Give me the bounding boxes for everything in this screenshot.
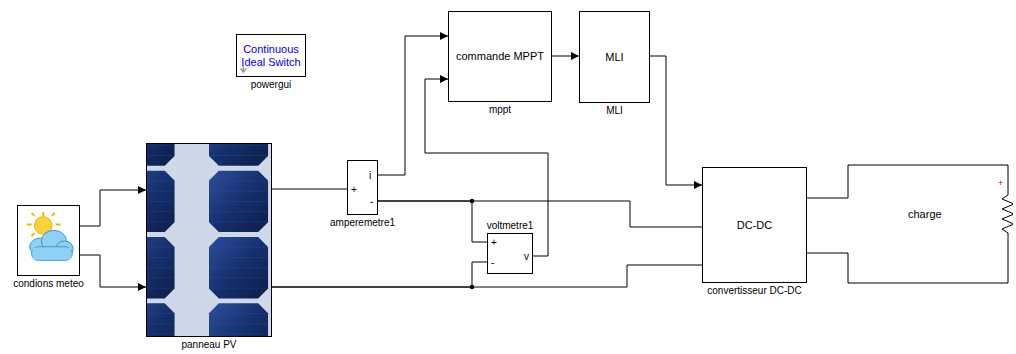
physical-wire xyxy=(272,262,487,287)
port-label: - xyxy=(491,258,494,268)
signal-arrow xyxy=(425,79,548,256)
block-name: charge xyxy=(908,209,942,220)
physical-wire xyxy=(807,252,1008,283)
physical-wire xyxy=(807,165,1008,198)
pv-panel-block: panneau PV xyxy=(146,143,272,337)
junction-dot xyxy=(470,285,474,289)
load-block: charge + xyxy=(905,178,1013,252)
ammeter-block: i+-amperemetre1 xyxy=(347,160,378,215)
junction-dot xyxy=(470,199,474,203)
physical-wire xyxy=(378,201,702,227)
port-label: + xyxy=(491,238,497,248)
polarity-mark: + xyxy=(998,179,1003,188)
block-text: DC-DC xyxy=(703,168,806,282)
signal-arrow xyxy=(378,36,448,175)
pv-panel-picture xyxy=(147,144,271,336)
block-name: amperemetre1 xyxy=(330,217,395,229)
block-name: voltmetre1 xyxy=(487,220,534,232)
weather-block: condions meteo xyxy=(17,205,80,276)
signal-arrow xyxy=(80,255,146,287)
physical-wire xyxy=(272,189,347,190)
block-name: condions meteo xyxy=(13,278,84,290)
block-text: MLI xyxy=(580,12,649,102)
mppt-block: commande MPPTmppt xyxy=(448,11,552,102)
converter-block: DC-DCconvertisseur DC-DC xyxy=(702,167,807,283)
block-text: commande MPPT xyxy=(449,12,551,101)
block-name: MLI xyxy=(606,105,623,117)
block-name: convertisseur DC-DC xyxy=(707,285,801,297)
port-label: v xyxy=(524,252,529,262)
port-label: i xyxy=(369,171,371,181)
port-label: + xyxy=(351,185,357,195)
block-text: Continuous Ideal Switch xyxy=(237,35,305,76)
powergui-block: Continuous Ideal Switchpowergui xyxy=(236,34,306,77)
signal-arrow xyxy=(552,56,579,57)
block-name: mppt xyxy=(489,104,511,116)
signal-arrow xyxy=(650,56,702,185)
block-name: powergui xyxy=(251,79,292,91)
signal-arrow xyxy=(80,190,146,226)
pwm-block: MLIMLI xyxy=(579,11,650,103)
port-label: - xyxy=(370,197,373,207)
block-name: panneau PV xyxy=(181,339,236,351)
voltmeter-block: voltmetre1+-v xyxy=(487,233,533,274)
weather-icon xyxy=(18,206,79,275)
